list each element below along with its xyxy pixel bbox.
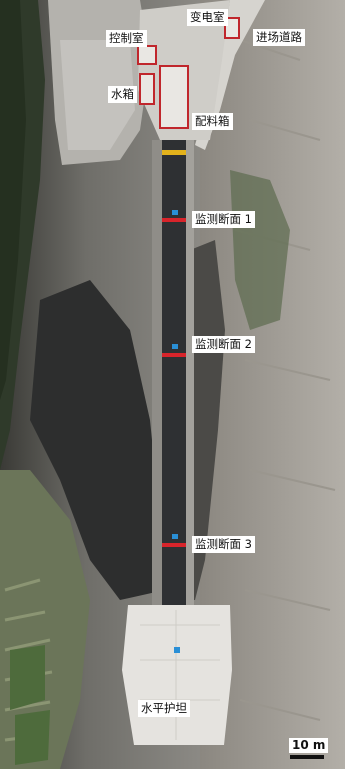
label-apron: 水平护坦	[138, 700, 190, 717]
monitor-line-3	[162, 543, 186, 547]
flume-right-wall	[186, 140, 194, 610]
flume-left-wall	[152, 140, 162, 610]
shadow-right	[188, 240, 225, 600]
control-building	[137, 45, 157, 65]
apron-grid	[140, 610, 220, 740]
right-vegetation	[230, 170, 290, 330]
shadow-left	[30, 280, 165, 600]
label-batching-box: 配料箱	[192, 113, 233, 130]
scale-bar-label: 10 m	[289, 738, 329, 753]
label-substation: 变电室	[187, 9, 228, 26]
apron-marker	[174, 647, 180, 653]
left-forest-inner	[0, 0, 26, 400]
sensor-1	[172, 210, 178, 215]
scale-bar	[290, 755, 324, 759]
upper-cut-slope-light	[60, 40, 135, 150]
label-access-road: 进场道路	[253, 29, 305, 46]
label-water-tank: 水箱	[108, 86, 137, 103]
sensor-2	[172, 344, 178, 349]
flume-top-bar	[162, 150, 186, 155]
batching-box-building	[159, 65, 189, 129]
apron	[122, 605, 232, 745]
label-section-3: 监测断面 3	[192, 536, 255, 553]
monitor-line-2	[162, 353, 186, 357]
label-section-1: 监测断面 1	[192, 211, 255, 228]
green-fields	[10, 645, 50, 765]
label-section-2: 监测断面 2	[192, 336, 255, 353]
substation-building	[224, 17, 240, 39]
monitor-line-1	[162, 218, 186, 222]
water-tank-building	[139, 73, 155, 105]
sensor-3	[172, 534, 178, 539]
label-control-room: 控制室	[106, 30, 147, 47]
